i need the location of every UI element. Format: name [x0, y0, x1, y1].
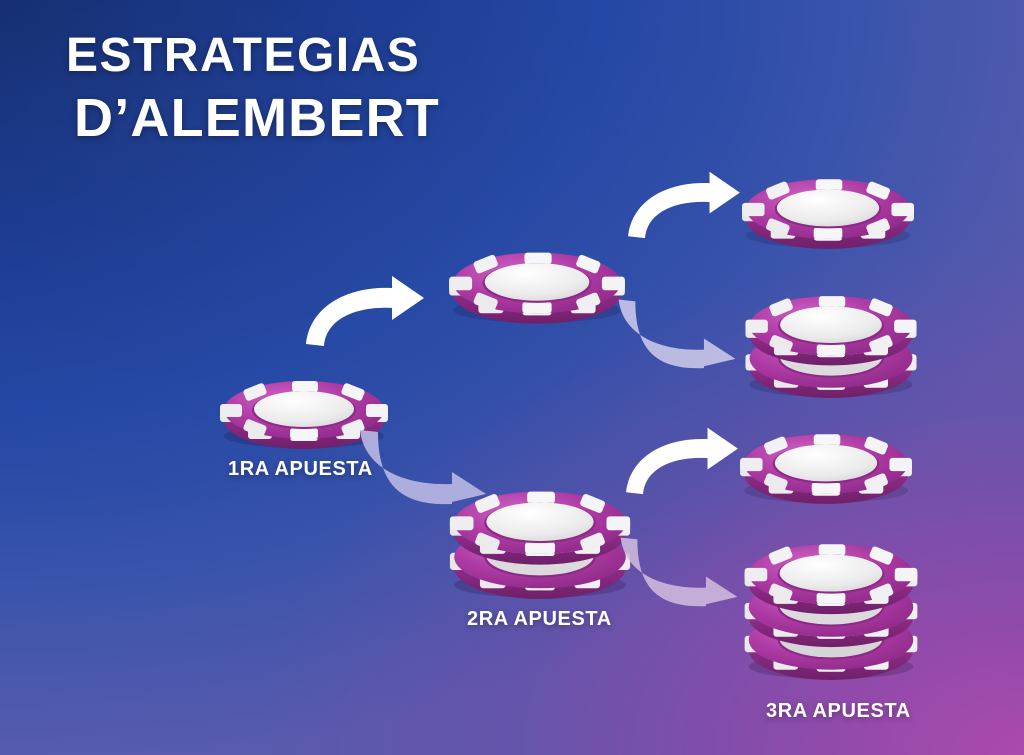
casino-chip-icon [745, 296, 917, 398]
arrow-bet2loss-to-bet3c [620, 424, 742, 496]
casino-chip-icon [742, 179, 914, 249]
curved-arrow-up-right-icon [628, 171, 740, 239]
title-line-2: D’ALEMBERT [74, 88, 440, 148]
chip-label-bet3: 3RA APUESTA [766, 700, 911, 722]
page-title: ESTRATEGIAS D’ALEMBERT [66, 32, 440, 147]
casino-chip-icon [449, 252, 625, 324]
chip-stack-bet1 [218, 372, 390, 450]
chip-stack-bet2-win [447, 243, 627, 325]
curved-arrow-down-right-icon [618, 299, 736, 369]
casino-chip-icon [740, 434, 912, 504]
arrow-bet2win-to-bet3b [614, 294, 742, 370]
arrow-bet1-to-bet2-win [300, 272, 428, 348]
chip-stack-bet3-c [738, 425, 914, 505]
casino-chip-icon [220, 381, 388, 449]
arrow-bet1-to-bet2-loss [356, 424, 492, 506]
title-line-1: ESTRATEGIAS [66, 29, 421, 82]
casino-chip-icon [744, 544, 918, 680]
chip-stack-bet3-a [740, 170, 916, 250]
chip-label-bet2: 2RA APUESTA [467, 608, 612, 630]
curved-arrow-up-right-icon [306, 276, 424, 346]
chip-stack-bet3 [742, 535, 920, 681]
curved-arrow-down-right-icon [360, 430, 486, 505]
chip-label-bet1: 1RA APUESTA [228, 458, 373, 480]
chip-stack-bet2 [447, 482, 633, 600]
arrow-bet2win-to-bet3a [622, 168, 744, 240]
curved-arrow-up-right-icon [626, 427, 738, 495]
arrow-bet2loss-to-bet3d [616, 532, 744, 608]
casino-chip-icon [449, 491, 631, 599]
curved-arrow-down-right-icon [620, 537, 738, 607]
chip-stack-bet3-b [742, 287, 920, 399]
